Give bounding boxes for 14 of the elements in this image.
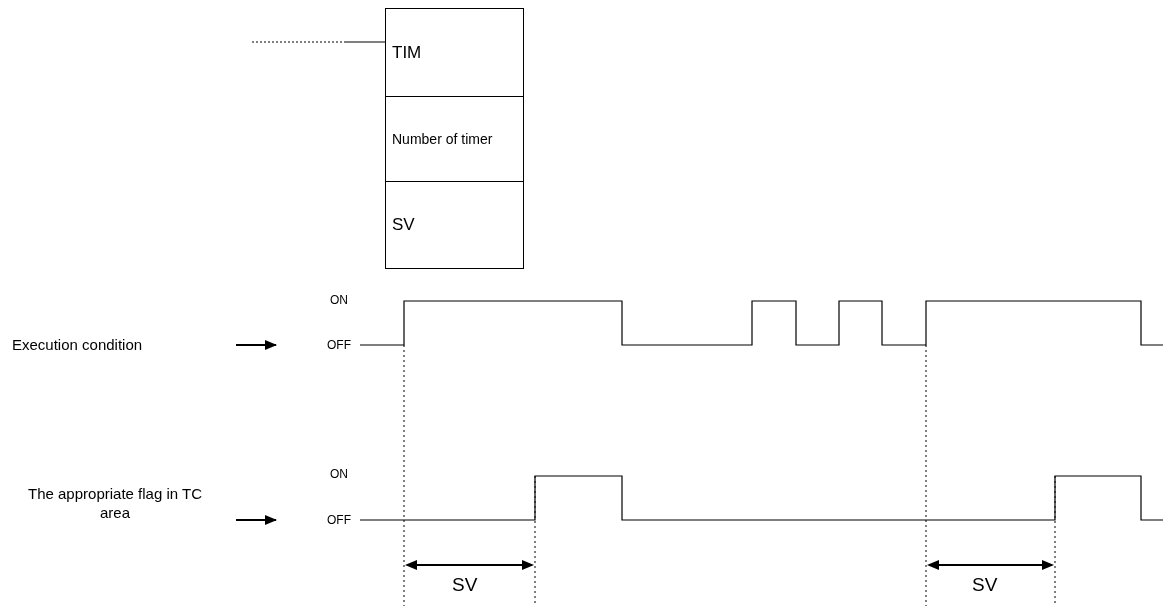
dimension-label: SV	[972, 574, 998, 596]
ladder-block-cell	[385, 96, 524, 182]
cell-text: TIM	[392, 42, 422, 63]
ladder-block-cell	[385, 8, 524, 97]
state-label: OFF	[327, 513, 351, 527]
signal-name: The appropriate flag in TC area	[27, 484, 203, 522]
ladder-block-cell	[385, 181, 524, 269]
state-label: ON	[330, 293, 348, 307]
cell-text: SV	[392, 215, 415, 235]
signal-name: Execution condition	[12, 336, 143, 353]
state-label: OFF	[327, 338, 351, 352]
state-label: ON	[330, 467, 348, 481]
cell-text: Number of timer	[392, 131, 493, 147]
dimension-label: SV	[452, 574, 478, 596]
